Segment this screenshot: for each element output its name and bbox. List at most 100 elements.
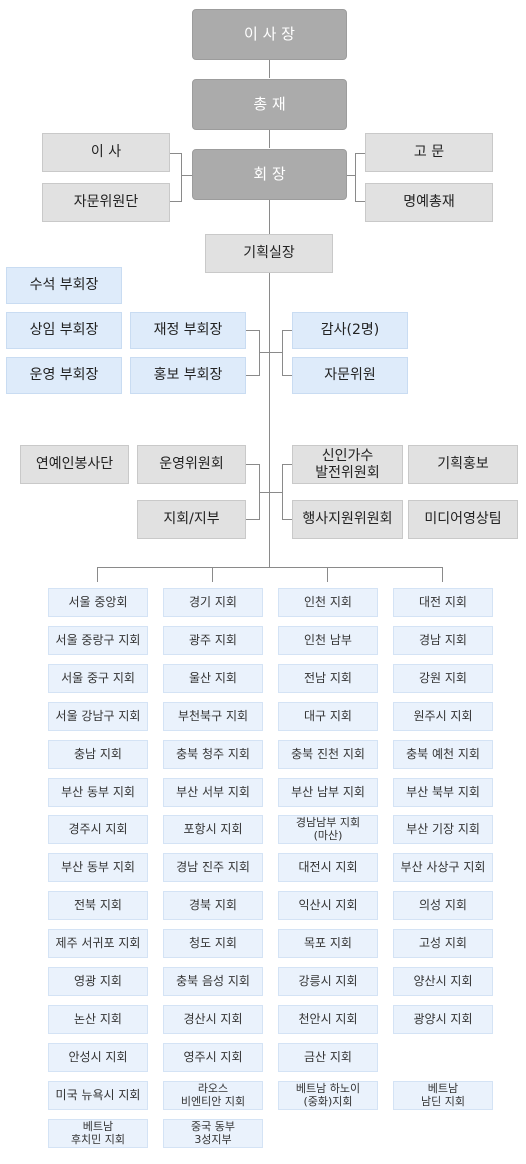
planning-director-box: 기획실장	[205, 234, 333, 273]
branch-box: 경북 지회	[163, 891, 263, 920]
branch-box: 영광 지회	[48, 967, 148, 996]
branch-box: 서울 강남구 지회	[48, 702, 148, 731]
connector-line	[259, 492, 282, 493]
branch-box: 부산 남부 지회	[278, 778, 378, 807]
branch-box: 안성시 지회	[48, 1043, 148, 1072]
connector-line	[259, 352, 282, 353]
connector-line	[355, 153, 365, 154]
advisor-box: 자문위원	[292, 357, 408, 394]
branch-box: 부산 사상구 지회	[393, 853, 493, 882]
finance-vice-president-box: 재정 부회장	[130, 312, 246, 349]
connector-line	[327, 567, 328, 582]
connector-line	[355, 153, 356, 202]
branch-box: 익산시 지회	[278, 891, 378, 920]
connector-line	[282, 464, 283, 520]
connector-line	[269, 130, 270, 148]
connector-line	[170, 201, 181, 202]
branch-box: 포항시 지회	[163, 815, 263, 844]
connector-line	[282, 330, 292, 331]
connector-line	[282, 519, 292, 520]
president-box: 총 재	[192, 79, 347, 130]
connector-line	[355, 201, 365, 202]
branch-box: 서울 중앙회	[48, 588, 148, 617]
branch-box: 라오스 비엔티안 지회	[163, 1081, 263, 1110]
branch-box: 천안시 지회	[278, 1005, 378, 1034]
branch-box: 대전 지회	[393, 588, 493, 617]
branch-box: 미국 뉴욕시 지회	[48, 1081, 148, 1110]
branch-box: 서울 중구 지회	[48, 664, 148, 693]
honorary-president-box: 명예총재	[365, 183, 493, 222]
auditor-box: 감사(2명)	[292, 312, 408, 349]
branch-box: 경기 지회	[163, 588, 263, 617]
connector-line	[181, 175, 192, 176]
branch-box: 청도 지회	[163, 929, 263, 958]
branch-box: 광양시 지회	[393, 1005, 493, 1034]
branch-box: 충북 진천 지회	[278, 740, 378, 769]
director-box: 이 사	[42, 133, 170, 172]
branch-box: 목포 지회	[278, 929, 378, 958]
branch-box: 베트남 남딘 지회	[393, 1081, 493, 1110]
pr-vice-president-box: 홍보 부회장	[130, 357, 246, 394]
branch-box: 인천 지회	[278, 588, 378, 617]
media-video-team-box: 미디어영상팀	[408, 500, 518, 539]
connector-line	[246, 464, 259, 465]
connector-line	[282, 464, 292, 465]
event-support-committee-box: 행사지원위원회	[292, 500, 403, 539]
branch-box: 양산시 지회	[393, 967, 493, 996]
operations-vice-president-box: 운영 부회장	[6, 357, 122, 394]
branch-box: 부산 기장 지회	[393, 815, 493, 844]
branch-box: 부산 동부 지회	[48, 778, 148, 807]
counselor-box: 고 문	[365, 133, 493, 172]
connector-line	[347, 175, 355, 176]
branch-box: 부천북구 지회	[163, 702, 263, 731]
branch-chapter-box: 지회/지부	[137, 500, 246, 539]
branch-box: 부산 서부 지회	[163, 778, 263, 807]
senior-vice-president-box: 수석 부회장	[6, 267, 122, 304]
branch-box: 경주시 지회	[48, 815, 148, 844]
branch-box: 인천 남부	[278, 626, 378, 655]
connector-line	[442, 567, 443, 582]
connector-line	[181, 153, 182, 202]
branch-box: 대구 지회	[278, 702, 378, 731]
branch-box: 베트남 하노이 (중화)지회	[278, 1081, 378, 1110]
branch-box: 영주시 지회	[163, 1043, 263, 1072]
branch-box: 전북 지회	[48, 891, 148, 920]
entertainment-volunteers-box: 연예인봉사단	[20, 445, 129, 484]
advisory-group-box: 자문위원단	[42, 183, 170, 222]
connector-line	[97, 567, 442, 568]
branch-box: 대전시 지회	[278, 853, 378, 882]
branch-box: 베트남 후치민 지회	[48, 1119, 148, 1148]
branch-box: 금산 지회	[278, 1043, 378, 1072]
branch-box: 전남 지회	[278, 664, 378, 693]
connector-line	[246, 519, 259, 520]
chairman-box: 이 사 장	[192, 9, 347, 60]
operations-committee-box: 운영위원회	[137, 445, 246, 484]
branch-box: 원주시 지회	[393, 702, 493, 731]
connector-line	[246, 375, 259, 376]
connector-line	[259, 330, 260, 376]
connector-line	[282, 330, 283, 376]
new-singer-committee-box: 신인가수 발전위원회	[292, 445, 403, 484]
planning-pr-box: 기획홍보	[408, 445, 518, 484]
connector-line	[269, 200, 270, 234]
branch-box: 경산시 지회	[163, 1005, 263, 1034]
branch-box: 의성 지회	[393, 891, 493, 920]
connector-line	[97, 567, 98, 582]
branch-box: 충북 청주 지회	[163, 740, 263, 769]
branch-box: 강릉시 지회	[278, 967, 378, 996]
branch-box: 부산 북부 지회	[393, 778, 493, 807]
branch-box: 고성 지회	[393, 929, 493, 958]
branch-box: 울산 지회	[163, 664, 263, 693]
branch-box: 논산 지회	[48, 1005, 148, 1034]
branch-box: 강원 지회	[393, 664, 493, 693]
branch-box: 서울 중랑구 지회	[48, 626, 148, 655]
branch-box: 충북 음성 지회	[163, 967, 263, 996]
branch-box: 충남 지회	[48, 740, 148, 769]
branch-box: 광주 지회	[163, 626, 263, 655]
branch-box: 경남 지회	[393, 626, 493, 655]
branch-box: 제주 서귀포 지회	[48, 929, 148, 958]
connector-line	[269, 60, 270, 78]
branch-box: 부산 동부 지회	[48, 853, 148, 882]
connector-line	[282, 375, 292, 376]
branch-box: 충북 예천 지회	[393, 740, 493, 769]
